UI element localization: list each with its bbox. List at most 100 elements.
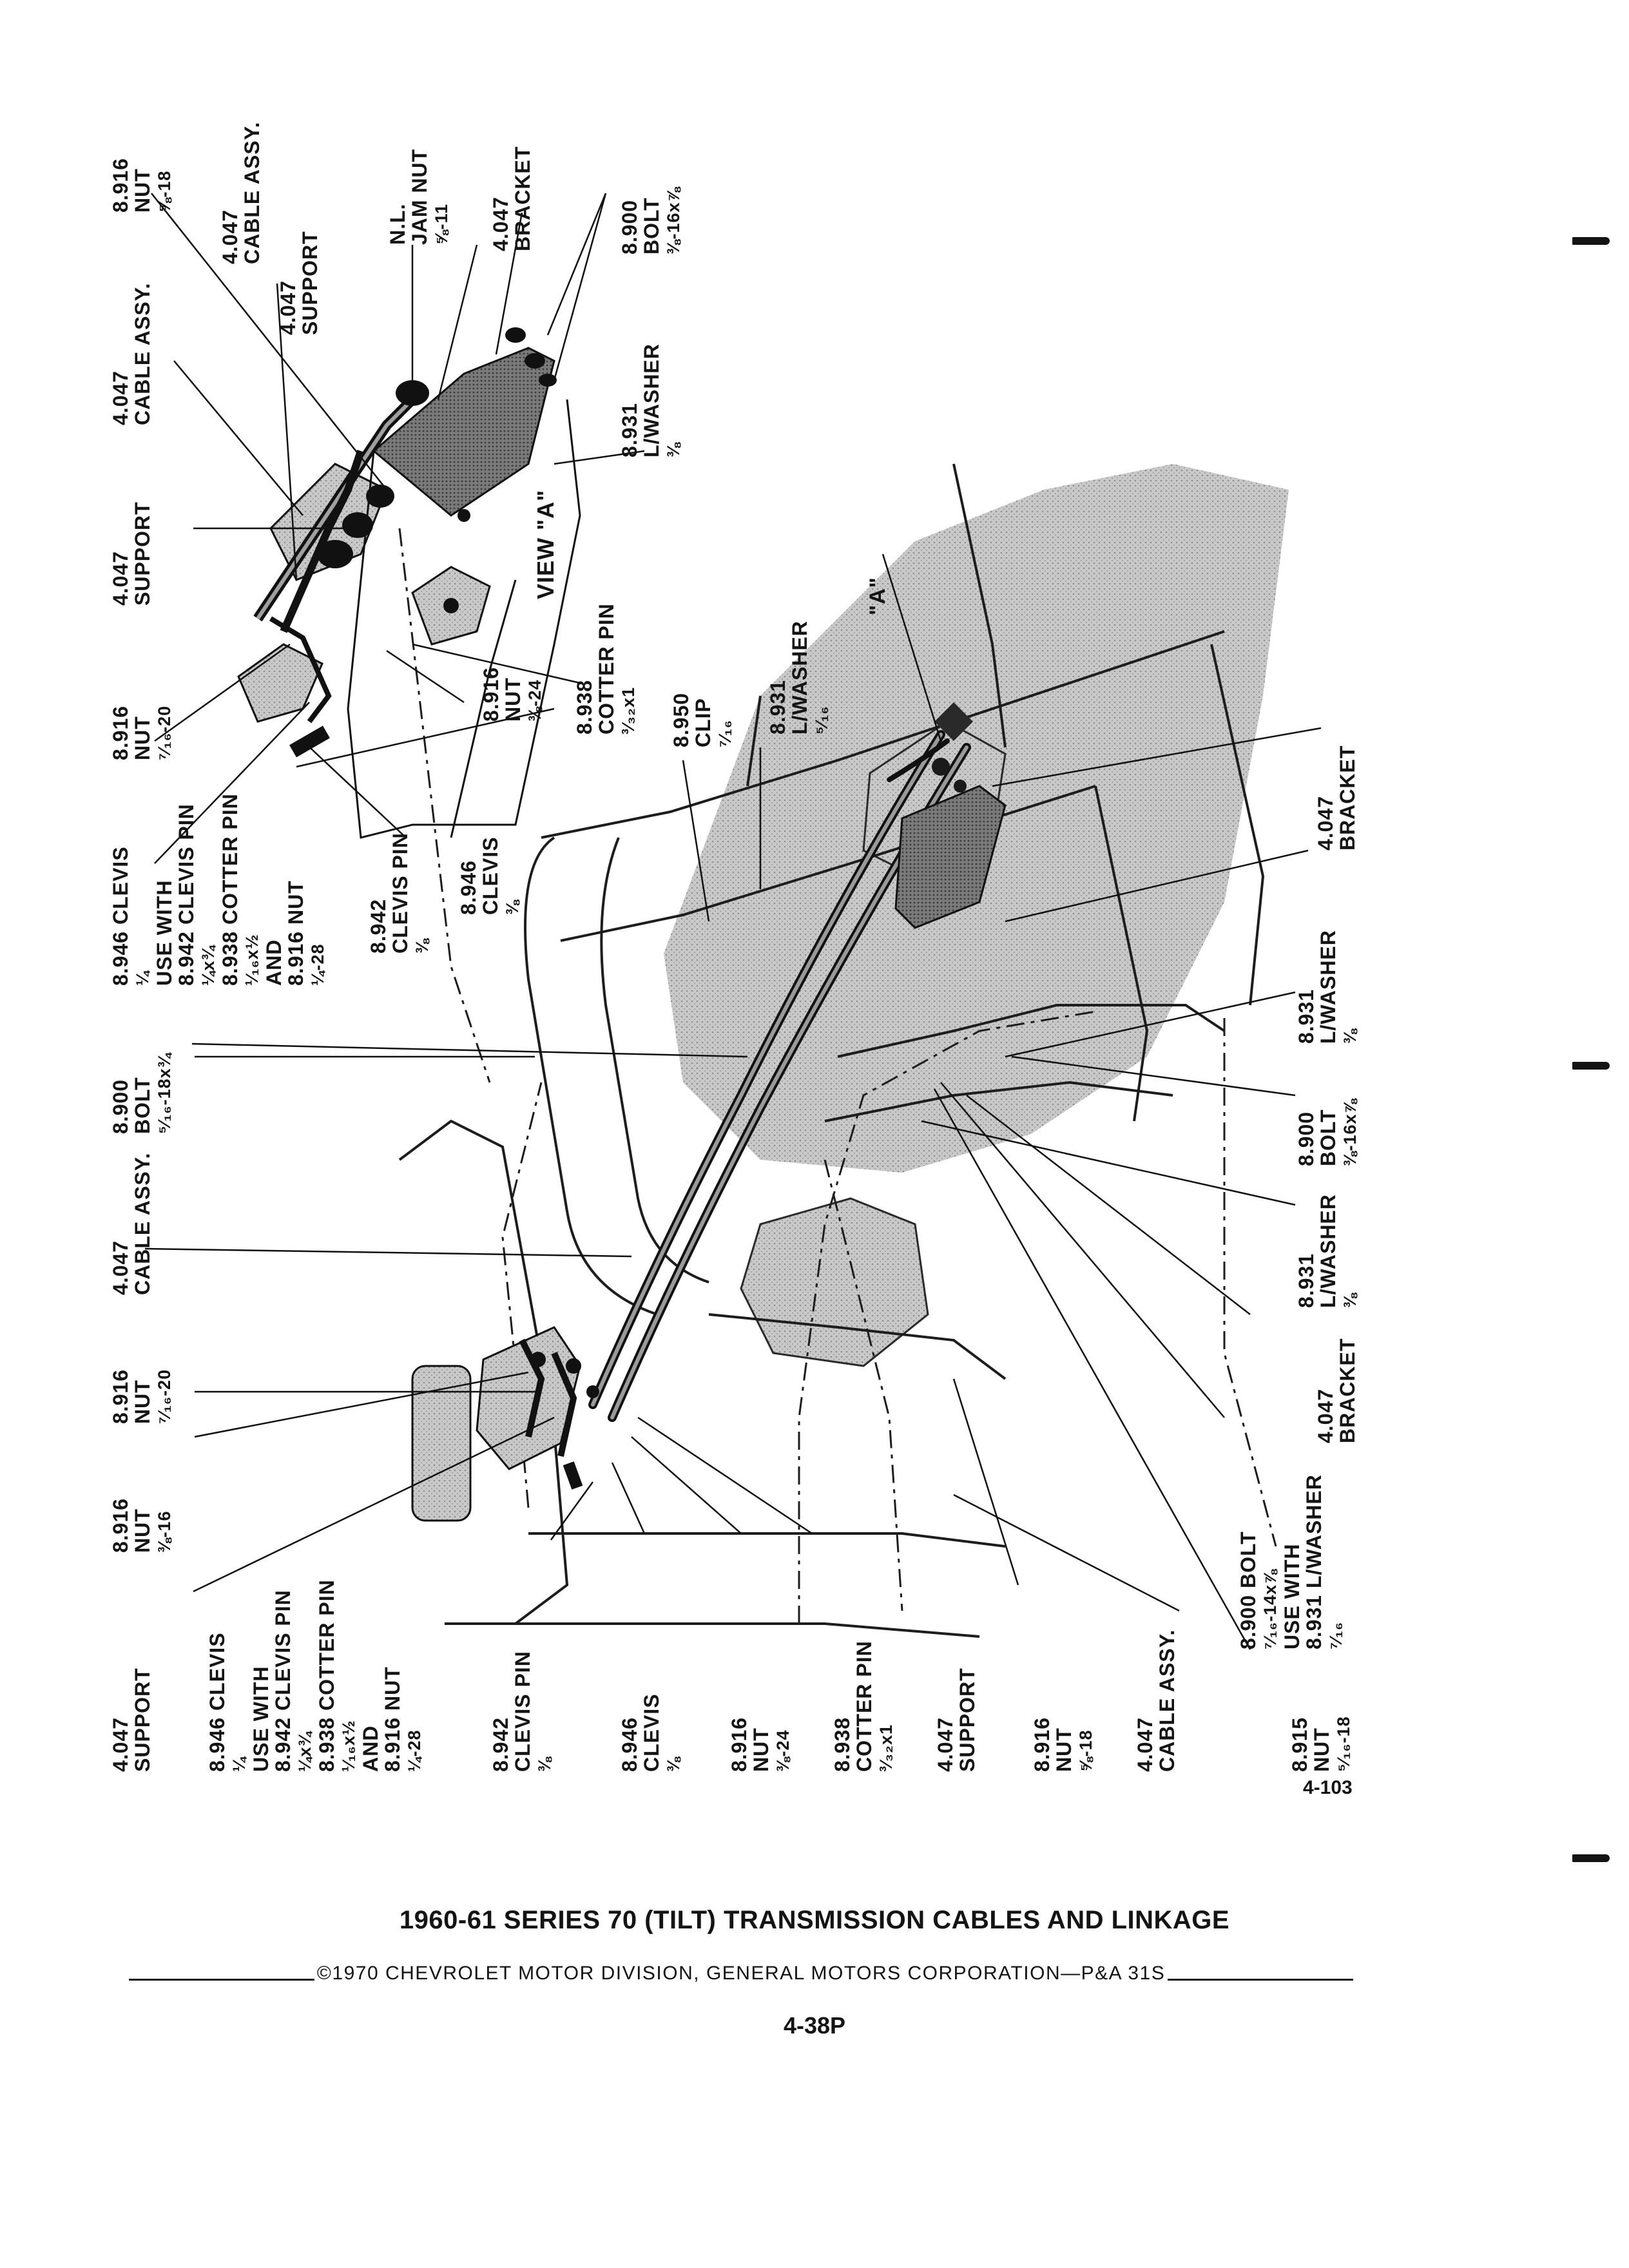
callout-bolt-right: 8.900 BOLT ⅜-16x⅞	[1295, 1099, 1361, 1166]
callout-line: 4.047	[1133, 1716, 1157, 1772]
callout-nut-5-8-18-top: 8.916 NUT ⅝-18	[109, 157, 175, 213]
callout-support-lower-left: 4.047 SUPPORT	[109, 1667, 154, 1772]
callout-line: 4.047	[1314, 795, 1337, 850]
callout-line: ⅝-18	[1076, 1729, 1095, 1772]
edge-mark-top	[1572, 237, 1610, 245]
callout-line: N.L.	[386, 203, 409, 245]
callout-line: CLEVIS	[640, 1693, 663, 1772]
callout-line: 4.047	[109, 1240, 132, 1295]
callout-line: ⅜-16x⅞	[1340, 1098, 1360, 1166]
callout-bracket-viewa: 4.047 BRACKET	[489, 146, 534, 251]
callout-nut-3-8-16: 8.916 NUT ⅜-16	[109, 1497, 175, 1553]
copyright-text: ©1970 CHEVROLET MOTOR DIVISION, GENERAL …	[316, 1963, 1166, 1984]
callout-line: ¹⁄₁₆x½	[242, 934, 262, 986]
callout-clevis-viewa: 8.946 CLEVIS ⅜	[457, 836, 523, 915]
callout-line: 8.900	[109, 1079, 132, 1134]
callout-line: JAM NUT	[408, 148, 431, 245]
callout-line: 8.931	[766, 679, 789, 735]
callout-line: ⁷⁄₁₆-20	[155, 1369, 174, 1424]
callout-line: CABLE ASSY.	[131, 1152, 154, 1295]
callout-line: ¼x¾	[198, 945, 218, 986]
callout-line: 8.916	[728, 1716, 751, 1772]
callout-line: 8.931	[1295, 988, 1318, 1044]
callout-lock-washer-viewa: 8.931 L/WASHER ⅜	[618, 343, 684, 457]
vehicle-frame	[398, 463, 1265, 1638]
callout-line: SUPPORT	[131, 1667, 154, 1772]
detail-a-marker: "A"	[865, 577, 890, 615]
callout-cable-assy-viewa-upper: 4.047 CABLE ASSY.	[218, 122, 264, 264]
callout-line: 8.900	[618, 199, 641, 255]
callout-line: ⁷⁄₁₆-20	[155, 705, 174, 760]
callout-line: ⁵⁄₁₆-18x¾	[155, 1052, 174, 1134]
callout-line: CLIP	[691, 698, 715, 747]
callout-line: NUT	[131, 168, 154, 213]
callout-lock-washer-5-16: 8.931 L/WASHER ⁵⁄₁₆	[766, 620, 833, 735]
callout-line: 8.916	[109, 1369, 132, 1424]
callout-line: 8.916 NUT	[381, 1666, 404, 1772]
callout-line: ⅜-16	[155, 1510, 174, 1553]
column-end-assembly	[411, 1326, 599, 1522]
callout-line: 4.047	[109, 370, 132, 425]
callout-clevis-group-lower: 8.946 CLEVIS ¼ USE WITH 8.942 CLEVIS PIN…	[206, 1579, 425, 1772]
callout-bolt-7-16-group: 8.900 BOLT ⁷⁄₁₆-14x⅞ USE WITH 8.931 L/WA…	[1237, 1474, 1347, 1649]
callout-line: ⅝-18	[155, 170, 174, 213]
callout-line: USE WITH	[249, 1666, 273, 1772]
callout-line: BOLT	[640, 197, 663, 255]
callout-line: AND	[262, 939, 285, 986]
callout-nut-7-16-20-lower: 8.916 NUT ⁷⁄₁₆-20	[109, 1369, 175, 1424]
callout-line: ⁷⁄₁₆-14x⅞	[1260, 1569, 1280, 1649]
callout-line: 8.931	[1295, 1253, 1318, 1308]
callout-nut-7-16-20-upper: 8.916 NUT ⁷⁄₁₆-20	[109, 705, 175, 760]
callout-line: ⅝-11	[432, 203, 451, 245]
callout-line: NUT	[131, 1508, 154, 1553]
callout-line: 8.942	[489, 1716, 512, 1772]
callout-line: AND	[359, 1725, 382, 1772]
callout-clevis-pin-viewa: 8.942 CLEVIS PIN ⅜	[367, 832, 433, 954]
callout-clevis-pin-lower: 8.942 CLEVIS PIN ⅜	[489, 1651, 555, 1772]
callout-line: ⅜	[503, 899, 522, 915]
callout-line: 4.047	[489, 196, 512, 251]
callout-line: BRACKET	[511, 146, 534, 251]
callout-line: CABLE ASSY.	[131, 282, 154, 425]
callout-line: NUT	[1310, 1727, 1333, 1772]
callout-line: NUT	[1052, 1727, 1075, 1772]
callout-line: ⁵⁄₁₆	[812, 706, 831, 735]
callout-cable-assy-lower: 4.047 CABLE ASSY.	[1133, 1629, 1179, 1772]
callout-line: ⅜	[412, 938, 432, 954]
callout-line: ¼x¾	[295, 1731, 314, 1772]
callout-line: NUT	[501, 677, 525, 722]
callout-line: 8.916	[109, 157, 132, 213]
callout-line: L/WASHER	[640, 343, 663, 457]
callout-line: ⅜	[1340, 1028, 1360, 1044]
callout-line: L/WASHER	[788, 620, 811, 735]
callout-line: ¼-28	[405, 1729, 424, 1772]
detail-a-text: "A"	[865, 577, 890, 615]
callout-line: 4.047	[109, 1716, 132, 1772]
callout-bolt-5-16: 8.900 BOLT ⁵⁄₁₆-18x¾	[109, 1052, 175, 1134]
view-a-detail	[237, 327, 581, 839]
callout-line: L/WASHER	[1316, 930, 1340, 1044]
copyright-rule-left	[129, 1979, 314, 1981]
callout-line: 8.931	[618, 402, 641, 457]
callout-line: SUPPORT	[131, 501, 154, 606]
callout-line: 8.900	[1295, 1111, 1318, 1166]
callout-nut-5-8-18-lower: 8.916 NUT ⅝-18	[1030, 1717, 1097, 1772]
callout-nut-3-8-24-viewa: 8.916 NUT ⅜-24	[479, 667, 546, 722]
callout-clip: 8.950 CLIP ⁷⁄₁₆	[670, 693, 736, 747]
callout-line: ⁷⁄₁₆	[715, 719, 735, 747]
callout-nut-3-8-24-lower: 8.916 NUT ⅜-24	[728, 1717, 794, 1772]
callout-line: 8.916	[109, 1497, 132, 1553]
callout-lock-washer-right-lower: 8.931 L/WASHER ⅜	[1295, 1194, 1361, 1308]
callout-line: ⅜	[664, 442, 683, 457]
callout-cable-assy-main: 4.047 CABLE ASSY.	[109, 1152, 154, 1295]
callout-nut-5-16-18: 8.915 NUT ⁵⁄₁₆-18	[1288, 1716, 1354, 1772]
callout-line: BRACKET	[1336, 745, 1359, 850]
callout-bolt-viewa: 8.900 BOLT ⅜-16x⅞	[618, 187, 684, 255]
view-a-title: VIEW "A"	[532, 489, 559, 599]
callout-line: ⅜	[664, 1756, 683, 1772]
callout-line: CLEVIS	[479, 836, 502, 915]
callout-line: 8.938 COTTER PIN	[218, 793, 242, 986]
callout-line: CLEVIS PIN	[511, 1651, 534, 1772]
